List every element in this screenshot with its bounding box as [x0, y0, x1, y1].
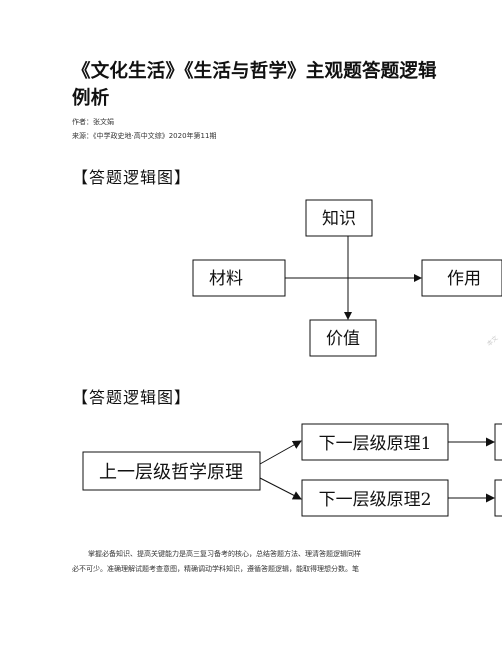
lower-level-principle-2-label: 下一层级原理2 [319, 490, 432, 510]
material-box [192, 259, 286, 297]
section-heading-1: 【答题逻辑图】 [72, 168, 192, 187]
function-label: 作用 [447, 269, 481, 289]
body-paragraph-line-2: 必不可少。准确理解试题考查意图，精确调动学科知识，遵循答题逻辑，能取得理想分数。… [72, 565, 359, 573]
next-box-lower-partial [494, 479, 502, 517]
knowledge-label: 知识 [322, 209, 356, 229]
value-label: 价值 [326, 329, 360, 349]
upper-level-principle-box [82, 451, 261, 491]
article-title: 《文化生活》《生活与哲学》主观题答题逻辑例析 [72, 61, 437, 109]
source-line: 来源：《中学政史地·高中文综》2020年第11期 [72, 132, 217, 140]
arrow-main-to-child2 [259, 477, 302, 500]
lower-level-principle-2-box [301, 479, 449, 517]
author-line: 作者：张文娟 [72, 118, 114, 126]
lower-level-principle-1-box [301, 423, 449, 461]
logic-diagram-1: 知识 材料 作用 价值 [192, 199, 502, 357]
logic-diagram-2: 上一层级哲学原理 下一层级原理1 下一层级原理2 [82, 423, 502, 517]
function-box [421, 259, 502, 297]
upper-level-principle-label: 上一层级哲学原理 [99, 462, 243, 483]
lower-level-principle-1-label: 下一层级原理1 [319, 434, 432, 454]
value-box [309, 319, 377, 357]
knowledge-box [305, 199, 373, 237]
arrow-main-to-child1 [259, 440, 302, 465]
material-label: 材料 [209, 269, 243, 289]
body-paragraph-line-1: 掌握必备知识、提高关键能力是高三复习备考的核心，总结答题方法、理清答题逻辑同样 [88, 550, 361, 558]
next-box-upper-partial [494, 423, 502, 461]
section-heading-2: 【答题逻辑图】 [72, 388, 192, 407]
